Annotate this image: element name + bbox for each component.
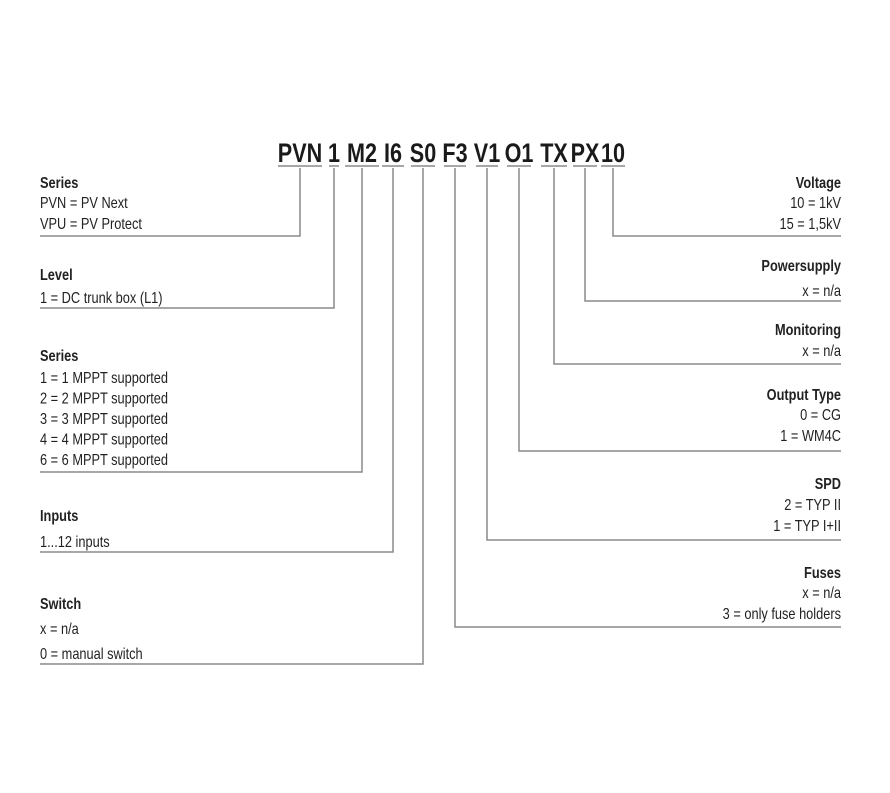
- group-title: Inputs: [40, 508, 78, 526]
- group-title: Powersupply: [761, 258, 841, 276]
- group-value: x = n/a: [802, 343, 842, 361]
- group-title: SPD: [815, 476, 841, 494]
- group-title: Fuses: [804, 565, 841, 583]
- group-value: x = n/a: [802, 283, 842, 301]
- right-group-monitoring: Monitoring x = n/a: [553, 168, 842, 365]
- connector-line: [486, 168, 841, 541]
- code-segment-1: 1: [328, 139, 340, 169]
- group-value: 3 = 3 MPPT supported: [40, 411, 168, 429]
- group-value: 3 = only fuse holders: [723, 606, 841, 624]
- right-group-spd: SPD 2 = TYP II 1 = TYP I+II: [486, 168, 841, 541]
- code-segment-o1: O1: [505, 139, 534, 169]
- group-value: PVN = PV Next: [40, 195, 128, 213]
- code-segment-i6: I6: [384, 139, 402, 169]
- connector-line: [40, 168, 363, 473]
- group-title: Monitoring: [775, 322, 841, 340]
- code-segment-v1: V1: [474, 139, 500, 169]
- connector-line: [454, 168, 841, 628]
- code-segment-tx: TX: [540, 139, 568, 169]
- right-group-output-type: Output Type 0 = CG 1 = WM4C: [518, 168, 841, 452]
- right-group-fuses: Fuses x = n/a 3 = only fuse holders: [454, 168, 842, 628]
- code-segment-pvn: PVN: [278, 139, 322, 169]
- connector-line: [612, 168, 841, 237]
- group-title: Series: [40, 348, 78, 366]
- group-value: 1 = TYP I+II: [773, 518, 841, 536]
- right-group-voltage: Voltage 10 = 1kV 15 = 1,5kV: [612, 168, 842, 237]
- code-segment-10: 10: [601, 139, 625, 169]
- left-group-inputs: Inputs 1...12 inputs: [40, 168, 394, 553]
- group-value: 1...12 inputs: [40, 534, 110, 552]
- group-title: Series: [40, 175, 78, 193]
- group-title: Level: [40, 267, 73, 285]
- group-value: VPU = PV Protect: [40, 216, 142, 234]
- group-value: x = n/a: [40, 621, 80, 639]
- group-value: 2 = TYP II: [784, 497, 841, 515]
- group-value: 0 = CG: [800, 407, 841, 425]
- group-value: 2 = 2 MPPT supported: [40, 390, 168, 408]
- connector-line: [40, 168, 394, 553]
- connector-line: [40, 168, 424, 665]
- connector-line: [518, 168, 841, 452]
- connector-line: [40, 168, 301, 237]
- group-title: Switch: [40, 596, 81, 614]
- group-value: x = n/a: [802, 585, 842, 603]
- group-value: 1 = 1 MPPT supported: [40, 370, 168, 388]
- group-value: 4 = 4 MPPT supported: [40, 431, 168, 449]
- connector-line: [553, 168, 841, 365]
- code-segment-px: PX: [571, 139, 600, 169]
- group-value: 10 = 1kV: [790, 195, 841, 213]
- code-segment-f3: F3: [442, 139, 467, 169]
- left-group-series: Series 1 = 1 MPPT supported 2 = 2 MPPT sup…: [40, 168, 363, 473]
- group-value: 15 = 1,5kV: [780, 216, 842, 234]
- connector-line: [584, 168, 841, 302]
- group-value: 0 = manual switch: [40, 646, 143, 664]
- right-group-powersupply: Powersupply x = n/a: [584, 168, 842, 302]
- group-value: 6 = 6 MPPT supported: [40, 452, 168, 470]
- left-group-switch: Switch x = n/a 0 = manual switch: [40, 168, 424, 665]
- group-value: 1 = WM4C: [780, 428, 841, 446]
- left-group-level: Level 1 = DC trunk box (L1): [40, 168, 335, 309]
- group-title: Voltage: [796, 175, 841, 193]
- group-value: 1 = DC trunk box (L1): [40, 290, 163, 308]
- code-segment-s0: S0: [410, 139, 436, 169]
- group-title: Output Type: [767, 387, 841, 405]
- connector-line: [40, 168, 335, 309]
- code-segment-m2: M2: [347, 139, 377, 169]
